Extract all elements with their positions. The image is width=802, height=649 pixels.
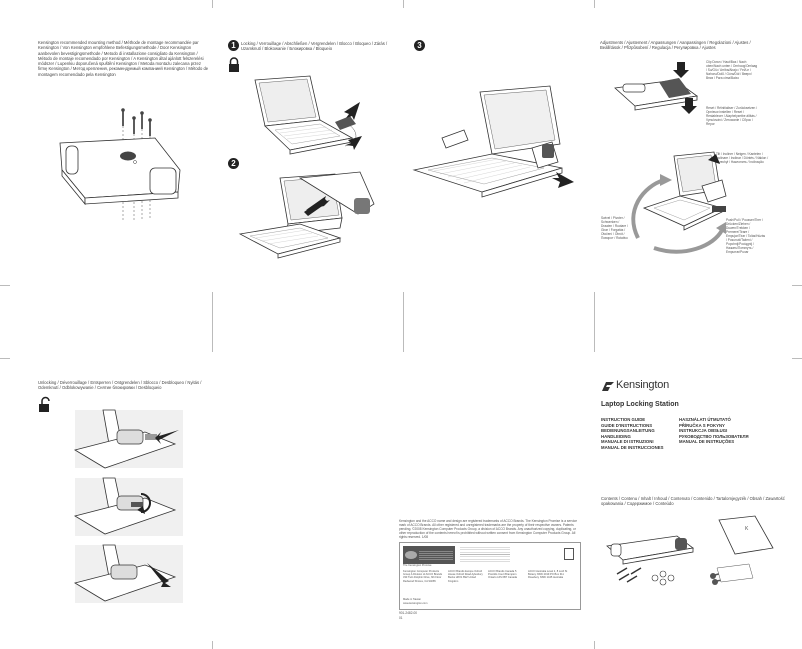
step-number-badge: 1 — [228, 40, 239, 51]
down-arrow-icon — [681, 98, 697, 114]
crop-mark — [792, 285, 802, 286]
website: www.kensington.com — [403, 602, 428, 605]
screw-icon — [616, 567, 628, 575]
arrow-icon — [344, 102, 360, 120]
screw-icon — [618, 573, 630, 581]
arrow-icon — [552, 172, 574, 188]
clip-label: Clip Down / Haut/Bas / Nach oben/Nach un… — [706, 60, 758, 80]
part-number: 901-2482-00 — [399, 611, 418, 615]
crop-mark — [594, 0, 595, 8]
promise-seal-icon — [405, 551, 417, 559]
arrow-icon — [346, 136, 362, 150]
arrow-icon — [147, 563, 171, 587]
promise-text-block — [460, 546, 510, 562]
instruction-guide-list-right: HASZNÁLATI ÚTMUTATÓ PŘÍRUČKA S POKYNY IN… — [679, 417, 769, 445]
contents-label: Contents / Contenu / Inhalt / Inhoud / C… — [601, 496, 785, 507]
tilt-label: Tilt / Incliner / Neigen / Kantelen / In… — [716, 152, 769, 164]
clip-detail-illustration — [614, 62, 699, 114]
guide-language: MANUALE DI ISTRUZIONI — [601, 439, 654, 445]
contact-box: The Kensington Promise Kensington Comput… — [399, 542, 581, 610]
step-number-badge: 3 — [414, 40, 425, 51]
kensington-logo-icon — [602, 382, 614, 391]
padlock-unlocked-icon — [39, 396, 50, 412]
crop-mark — [0, 285, 10, 286]
crop-mark — [212, 0, 213, 8]
arrow-icon — [155, 430, 179, 444]
revision: 01 — [399, 616, 403, 620]
crop-mark — [594, 641, 595, 649]
push-pull-label: Push/Pull / Pousser/Tirer / Drücken/Zieh… — [726, 218, 766, 254]
mounting-method-text: Kensington recommended mounting method /… — [38, 40, 209, 77]
recycle-bin-icon — [564, 548, 574, 560]
manual-booklet-icon: K — [745, 526, 749, 532]
adjustments-label: Adjustments / Ajustement / Anpassungen /… — [600, 40, 751, 51]
contact-block: ACCO Brands Europe Oxford House Oxford R… — [448, 570, 483, 583]
guide-language: GUIDE D'INSTRUCTIONS — [601, 422, 653, 428]
guide-language: BEDIENUNGSANLEITUNG — [601, 428, 655, 434]
guide-language: INSTRUKCJA OBSŁUGI — [679, 428, 728, 434]
padlock-locked-icon — [229, 57, 239, 72]
crop-mark — [792, 358, 802, 359]
package-contents-illustration: K — [606, 515, 774, 586]
swivel-label: Swivel / Pivoter / Schwenken / Draaien /… — [601, 216, 628, 240]
screw-icon — [140, 111, 144, 129]
step-number-badge: 2 — [228, 158, 239, 169]
mounting-illustration — [59, 108, 181, 220]
guide-language: HANDLEIDING — [601, 433, 631, 439]
laptop-lock-illustration — [254, 75, 362, 155]
crop-mark — [212, 641, 213, 649]
promise-logo — [403, 546, 455, 564]
reset-label: Reset / Réinitialiser / Zurücksetzen / O… — [706, 106, 758, 126]
legal-fine-print: Kensington and the ACCO name and design … — [399, 519, 578, 539]
contact-block: Kensington Computer Products Group A Div… — [403, 570, 443, 583]
laptop-dock-illustration — [238, 171, 375, 259]
screw-icon — [626, 575, 638, 583]
contact-block: ACCO Australia Level 2, 8 Lord St Botany… — [528, 570, 568, 580]
screw-icon — [121, 108, 125, 126]
product-title: Laptop Locking Station — [601, 401, 679, 408]
tilt-arrow-icon — [708, 154, 720, 164]
adjustments-illustration — [631, 151, 727, 254]
fold-mark — [594, 292, 595, 352]
instruction-guide-list-left: INSTRUCTION GUIDE GUIDE D'INSTRUCTIONS B… — [601, 417, 681, 451]
guide-language: РУКОВОДСТВО ПОЛЬЗОВАТЕЛЯ — [679, 433, 749, 439]
locking-label: Locking / Verrouillage / Abschließen / V… — [241, 41, 388, 52]
laptop-in-station-illustration — [412, 85, 574, 198]
guide-language: MANUAL DE INSTRUCCIONES — [601, 444, 664, 450]
crop-mark — [403, 0, 404, 8]
made-in: Made in Taiwan — [403, 598, 421, 601]
guide-language: HASZNÁLATI ÚTMUTATÓ — [679, 417, 731, 422]
promise-pattern — [419, 550, 453, 560]
crop-mark — [0, 358, 10, 359]
guide-language: INSTRUCTION GUIDE — [601, 417, 646, 422]
guide-language: PŘÍRUČKA S POKYNY — [679, 422, 725, 428]
unlock-step-illustration — [73, 544, 183, 603]
fold-mark — [212, 292, 213, 352]
screw-icon — [132, 116, 136, 134]
promise-brand: The Kensington Promise — [403, 564, 432, 567]
contact-block: ACCO Brands Canada 5 Precidio Court Bram… — [488, 570, 517, 580]
svg-text:K: K — [745, 526, 749, 532]
brand-name: Kensington — [616, 379, 670, 391]
fold-mark — [403, 292, 404, 352]
screw-icon — [148, 118, 152, 136]
down-arrow-icon — [673, 62, 689, 78]
unlocking-label: Unlocking / Déverrouillage / Entsperren … — [38, 380, 202, 391]
unlock-step-illustration — [73, 409, 183, 469]
guide-language: MANUAL DE INSTRUÇÕES — [679, 439, 735, 445]
rotate-arrow-icon — [137, 506, 145, 514]
screw-icon — [630, 567, 642, 575]
unlock-step-illustration — [73, 477, 183, 536]
